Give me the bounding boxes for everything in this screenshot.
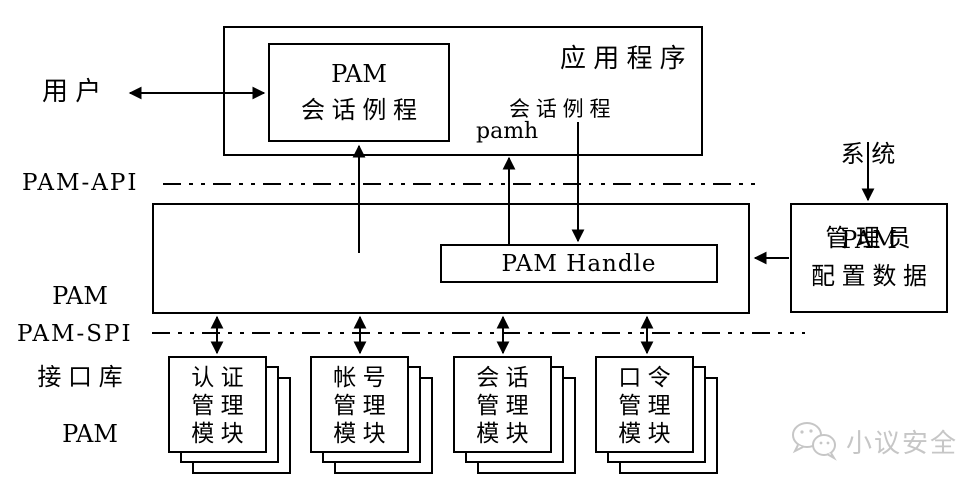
pam-config-line1: PAM	[841, 225, 897, 254]
password-module-line1: 口 令	[618, 363, 671, 390]
wechat-icon	[792, 422, 837, 461]
password-module-front-sheet: 口 令 管 理 模 块	[595, 356, 694, 453]
pam-config-line2: 配 置 数 据	[810, 262, 927, 290]
password-module-line2: 管 理	[618, 391, 671, 418]
password-module-stack: 口 令 管 理 模 块	[595, 356, 720, 476]
account-module-line3: 模 块	[333, 419, 386, 446]
pam-config-data-box: PAM 配 置 数 据	[790, 203, 948, 313]
pam-session-routine-line2: 会 话 例 程	[300, 97, 417, 124]
pam-handle-box: PAM Handle	[440, 244, 718, 283]
pam-service-modules-label: PAM 服 务 模 块	[38, 369, 142, 488]
pam-handle-label: PAM Handle	[501, 250, 657, 277]
interface-label-line1: PAM	[52, 282, 108, 310]
pam-interface-library-label: PAM 接 口 库	[26, 229, 134, 445]
session-module-stack: 会 话 管 理 模 块	[453, 356, 578, 476]
services-label-line1: PAM	[62, 420, 118, 448]
session-module-front-sheet: 会 话 管 理 模 块	[453, 356, 552, 453]
pam-api-boundary-label: PAM-API	[22, 170, 139, 196]
user-label: 用 户	[42, 76, 102, 106]
watermark: 小议安全	[790, 420, 958, 462]
sysadmin-line1: 系 统	[840, 141, 896, 168]
pamh-label: pamh	[476, 119, 539, 144]
session-module-line3: 模 块	[476, 419, 529, 446]
watermark-text: 小议安全	[846, 427, 959, 458]
session-routine-label: 会 话 例 程	[509, 98, 611, 121]
session-module-line2: 管 理	[476, 391, 529, 418]
account-module-front-sheet: 帐 号 管 理 模 块	[310, 356, 409, 453]
auth-module-line2: 管 理	[191, 391, 244, 418]
account-module-line2: 管 理	[333, 391, 386, 418]
sysadmin-label: 系 统 管 理 员	[812, 85, 924, 309]
account-module-stack: 帐 号 管 理 模 块	[310, 356, 435, 476]
account-module-line1: 帐 号	[333, 363, 386, 390]
pam-session-routine-box: PAM 会 话 例 程	[268, 43, 450, 142]
auth-module-line1: 认 证	[191, 363, 244, 390]
auth-module-front-sheet: 认 证 管 理 模 块	[168, 356, 267, 453]
session-module-line1: 会 话	[476, 363, 529, 390]
interface-label-line2: 接 口 库	[37, 364, 123, 391]
sysadmin-line2: 管 理 员	[825, 225, 911, 252]
auth-module-line3: 模 块	[191, 419, 244, 446]
password-module-line3: 模 块	[618, 419, 671, 446]
application-title: 应 用 程 序	[560, 43, 686, 73]
pam-session-routine-line1: PAM	[331, 60, 387, 88]
auth-module-stack: 认 证 管 理 模 块	[168, 356, 293, 476]
pam-spi-boundary-label: PAM-SPI	[17, 321, 133, 347]
